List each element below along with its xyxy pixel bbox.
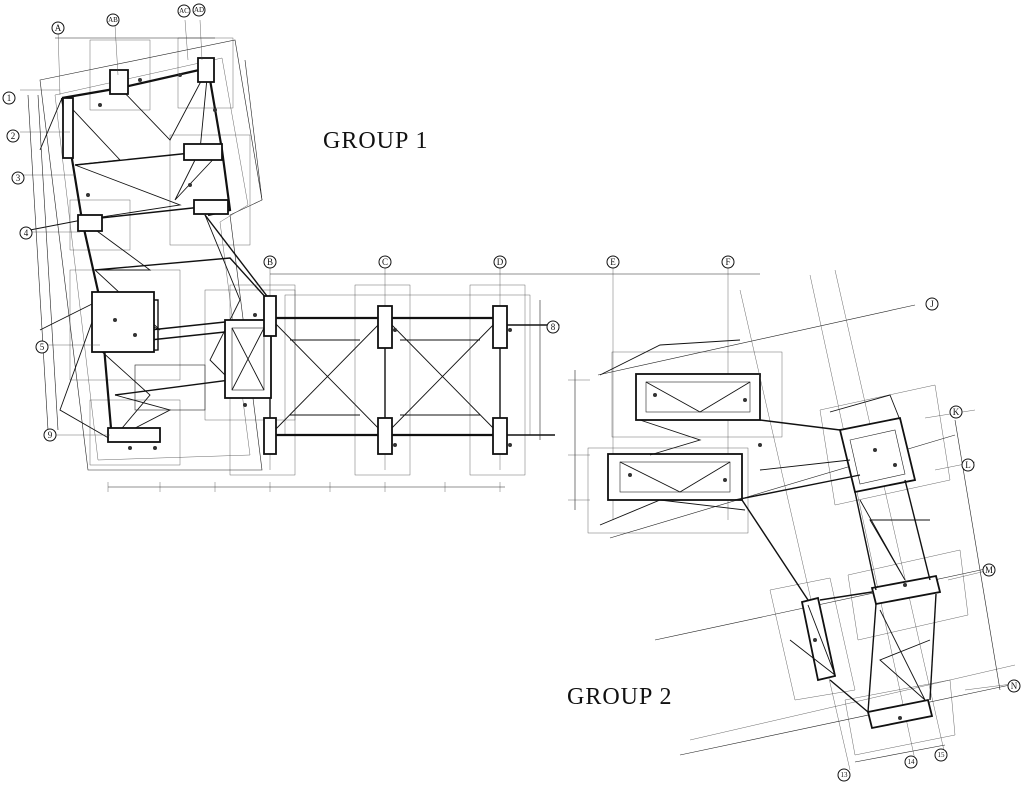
group1-wing [20, 19, 296, 471]
grid-bubble-label: 8 [551, 322, 556, 332]
grid-bubble-label: J [930, 299, 934, 309]
grid-bubble-label: L [965, 460, 971, 470]
grid-bubble-label: F [725, 257, 730, 267]
grid-bubble-label: AD [194, 6, 204, 14]
group1-label: GROUP 1 [323, 128, 428, 154]
pile-dots [86, 73, 907, 720]
group2-center-block [568, 268, 956, 539]
grid-bubbles-mid: B C D E F [263, 255, 735, 269]
grid-bubbles-bottom-g2: 13 14 15 [837, 748, 948, 782]
grid-bubble-label: B [267, 257, 273, 267]
group2-label: GROUP 2 [567, 684, 672, 710]
grid-bubble-label: 2 [11, 131, 16, 141]
grid-bubble-label: 5 [40, 342, 45, 352]
grid-bubble-label: 4 [24, 228, 29, 238]
grid-bubble-label: M [985, 565, 993, 575]
grid-bubble-label: N [1011, 681, 1018, 691]
grid-bubble-label: A [55, 23, 62, 33]
grid-bubble-label: AC [179, 7, 189, 15]
grid-bubbles-left-g1: 1 2 3 4 5 9 [2, 91, 57, 442]
grid-bubble-label: D [497, 257, 504, 267]
group1-bay [107, 268, 760, 492]
grid-bubble-label: 9 [48, 430, 53, 440]
grid-bubble-label: 15 [938, 751, 946, 759]
group2-skew-wing [654, 269, 1016, 771]
grid-bubble-label: 3 [16, 173, 21, 183]
grid-bubble-label: 1 [7, 93, 12, 103]
grid-bubble-label: C [382, 257, 388, 267]
grid-bubble-label: 13 [841, 771, 849, 779]
grid-bubble-label: 14 [908, 758, 916, 766]
grid-bubbles-top-g1: A AB AC AD [51, 3, 206, 35]
grid-bubble-label: AB [108, 16, 118, 24]
grid-bubbles-right-g1: 8 [546, 320, 560, 334]
grid-bubbles-right-g2: J K L M N [925, 297, 1021, 693]
grid-bubble-label: K [953, 407, 960, 417]
grid-bubble-label: E [610, 257, 616, 267]
